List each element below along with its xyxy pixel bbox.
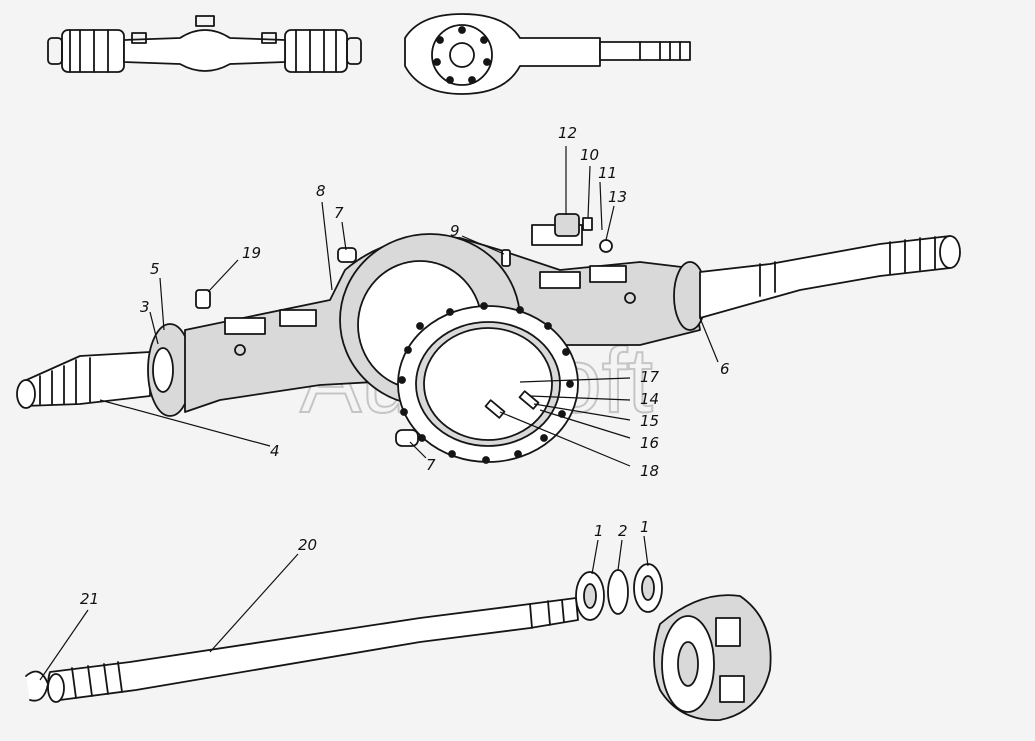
- label-18: 18: [640, 462, 659, 480]
- axle-top-view: [47, 15, 362, 73]
- label-21: 21: [80, 590, 99, 608]
- label-2: 2: [618, 522, 628, 540]
- label-17: 17: [640, 368, 660, 386]
- label-19: 19: [242, 244, 261, 262]
- small-parts: [195, 213, 613, 447]
- label-1-left: 1: [594, 522, 604, 540]
- part-labels: 12 10 11 13 8 7 9 19 5 3 6 17 14 15 16 1…: [80, 124, 730, 608]
- label-10: 10: [580, 146, 599, 164]
- label-5: 5: [150, 260, 160, 278]
- differential-case: [653, 594, 772, 721]
- label-15: 15: [640, 412, 659, 430]
- label-11: 11: [598, 164, 617, 182]
- axle-housing: [16, 233, 961, 464]
- half-shaft: [25, 597, 579, 703]
- label-1-right: 1: [640, 518, 650, 536]
- leader-lines: [39, 146, 719, 681]
- label-20: 20: [298, 536, 317, 554]
- label-9: 9: [450, 222, 460, 240]
- axle-front-view: [404, 13, 691, 95]
- label-8: 8: [316, 182, 326, 200]
- label-16: 16: [640, 434, 659, 452]
- label-7-top: 7: [334, 204, 344, 222]
- side-gears: [575, 563, 663, 621]
- label-7-bottom: 7: [426, 456, 436, 474]
- label-4: 4: [270, 442, 280, 460]
- label-13: 13: [608, 188, 627, 206]
- label-6: 6: [720, 360, 730, 378]
- label-3: 3: [140, 298, 150, 316]
- label-12: 12: [558, 124, 577, 142]
- label-14: 14: [640, 390, 659, 408]
